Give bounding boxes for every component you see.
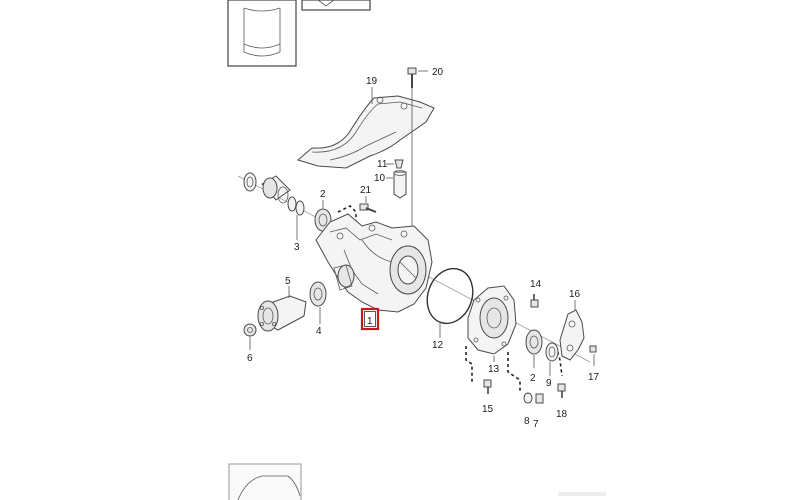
callout-1[interactable]: 1 (367, 316, 373, 327)
o-ring-12[interactable] (420, 262, 480, 330)
callout-12[interactable]: 12 (432, 340, 444, 351)
callout-18[interactable]: 18 (556, 409, 568, 420)
bolt-15[interactable] (483, 379, 492, 394)
callout-21[interactable]: 21 (360, 185, 372, 196)
plug-11[interactable] (394, 159, 404, 169)
callout-5[interactable]: 5 (285, 276, 291, 287)
callout-9[interactable]: 9 (546, 378, 552, 389)
rear-cover-13[interactable] (467, 285, 517, 355)
sleeve-10[interactable] (393, 170, 407, 199)
callout-6[interactable]: 6 (247, 353, 253, 364)
seal-2-right[interactable] (525, 329, 543, 355)
callout-20[interactable]: 20 (432, 67, 444, 78)
nut-6[interactable] (243, 323, 257, 337)
companion-flange-5[interactable] (257, 295, 307, 332)
cover-bolt-guide (465, 346, 473, 382)
callout-7[interactable]: 7 (533, 419, 539, 430)
part-1-highlight[interactable] (360, 307, 380, 331)
callout-10[interactable]: 10 (374, 173, 386, 184)
callout-3[interactable]: 3 (294, 242, 300, 253)
callout-19[interactable]: 19 (366, 76, 378, 87)
part-icon (317, 0, 335, 7)
shim-3[interactable] (287, 196, 305, 216)
bearing-sleeve[interactable] (261, 175, 291, 204)
bolt-20[interactable] (407, 67, 417, 88)
part-1-label-frame (364, 311, 376, 327)
cover-bolt-guide-2 (507, 352, 521, 392)
car-icon (237, 475, 301, 500)
callout-16[interactable]: 16 (569, 289, 581, 300)
plug-7[interactable] (535, 393, 544, 404)
callout-17[interactable]: 17 (588, 372, 600, 383)
callout-14[interactable]: 14 (530, 279, 542, 290)
bolt-guide-dashed (337, 205, 357, 222)
callout-11[interactable]: 11 (377, 159, 388, 170)
seal-ring-left[interactable] (243, 172, 257, 192)
top-thumbnail-panel[interactable] (227, 0, 297, 67)
bottom-car-thumbnail[interactable] (228, 463, 302, 500)
oil-filter-icon (243, 7, 281, 57)
callout-15[interactable]: 15 (482, 404, 494, 415)
differential-housing[interactable] (315, 213, 433, 313)
callout-2-right[interactable]: 2 (530, 373, 536, 384)
callout-13[interactable]: 13 (488, 364, 500, 375)
ring-9[interactable] (545, 342, 559, 362)
heat-shield[interactable] (296, 95, 435, 169)
bracket-bolt-guide (555, 345, 563, 377)
washer-8[interactable] (523, 392, 533, 404)
callout-2-left[interactable]: 2 (320, 189, 326, 200)
callout-4[interactable]: 4 (316, 326, 322, 337)
seal-4[interactable] (309, 281, 327, 307)
bolt-14[interactable] (530, 294, 539, 308)
callout-8[interactable]: 8 (524, 416, 530, 427)
top-thumbnail-panel-2[interactable] (301, 0, 371, 11)
bolt-17[interactable] (589, 345, 597, 353)
watermark (558, 492, 606, 496)
bolt-18[interactable] (557, 383, 566, 398)
mounting-bracket-16[interactable] (559, 309, 585, 361)
bolt-21[interactable] (359, 203, 377, 213)
